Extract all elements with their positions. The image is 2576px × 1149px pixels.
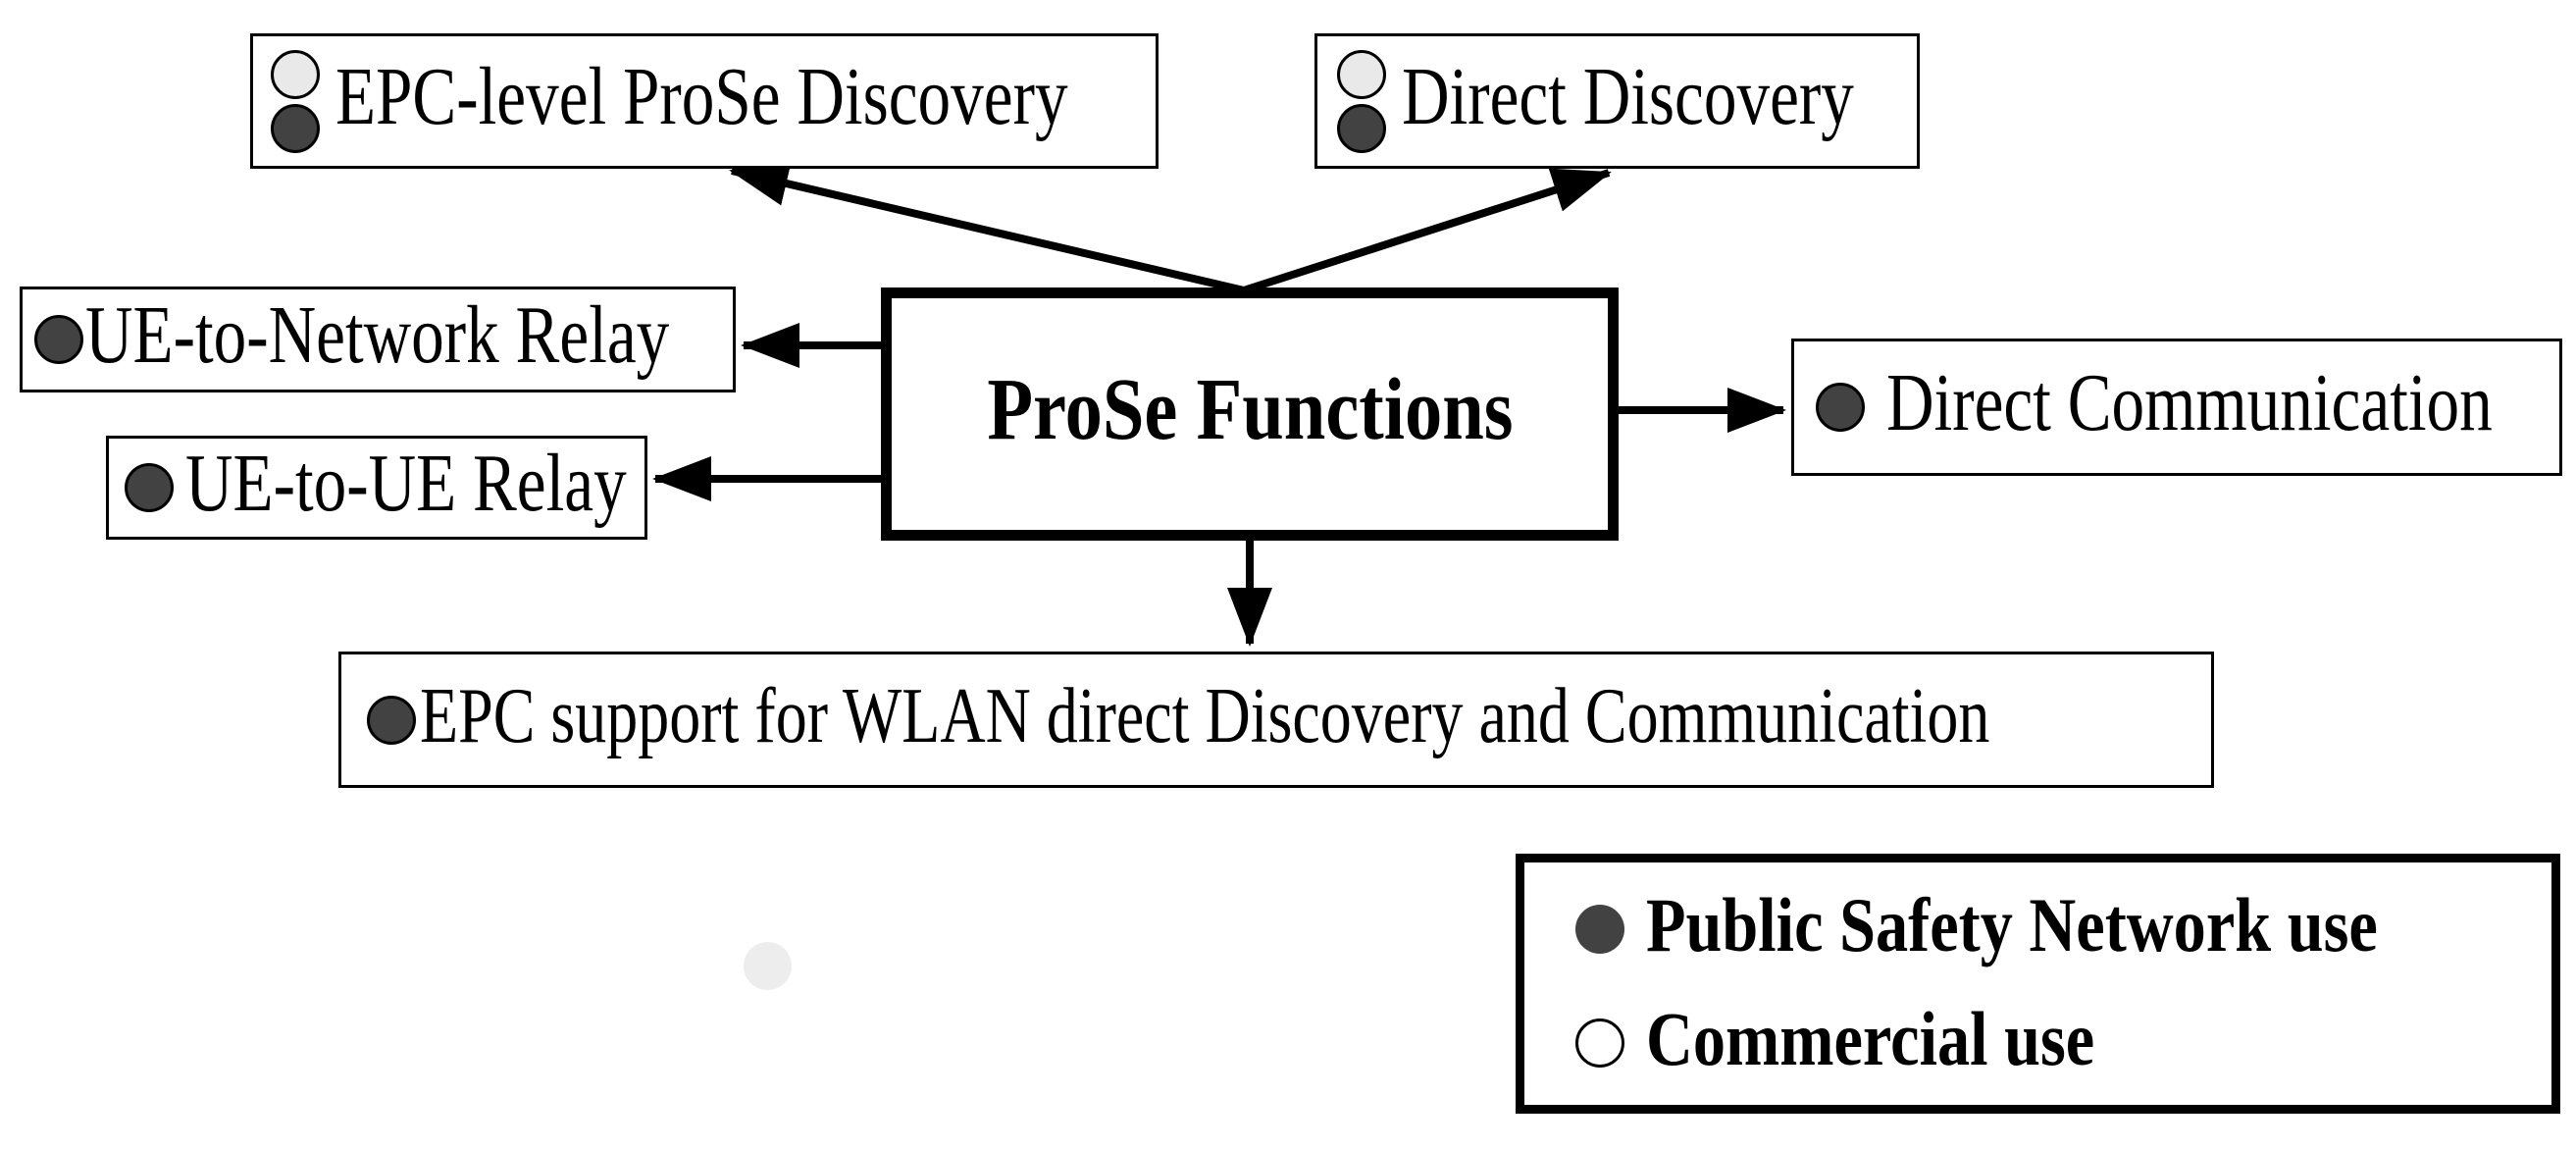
legend-row-commercial: Commercial use: [1575, 998, 2551, 1088]
legend-label: Public Safety Network use: [1646, 882, 2378, 967]
faint-watermark-dot: [744, 942, 792, 990]
commercial-marker-icon: [1575, 1018, 1624, 1068]
node-label: Direct Communication: [1886, 357, 2493, 448]
marker-stack: [1337, 49, 1386, 153]
legend-label: Commercial use: [1646, 996, 2095, 1081]
marker-stack: [271, 49, 320, 153]
arrow-to-epc-level-prose-discovery: [729, 161, 1245, 294]
commercial-marker-icon: [1337, 49, 1386, 99]
commercial-marker-icon: [271, 49, 320, 99]
node-label: Direct Discovery: [1402, 51, 1854, 142]
node-ue-to-network-relay: UE-to-Network Relay: [20, 287, 736, 392]
public-safety-marker-icon: [125, 463, 174, 512]
central-node-label: ProSe Functions: [986, 361, 1514, 458]
node-epc-level-prose-discovery: EPC-level ProSe Discovery: [250, 33, 1159, 169]
legend-row-public-safety: Public Safety Network use: [1575, 884, 2551, 974]
node-label: EPC-level ProSe Discovery: [335, 51, 1068, 142]
node-epc-support-wlan: EPC support for WLAN direct Discovery an…: [338, 652, 2214, 788]
node-direct-discovery: Direct Discovery: [1314, 33, 1920, 169]
public-safety-marker-icon: [1816, 383, 1865, 432]
public-safety-marker-icon: [34, 315, 83, 364]
public-safety-marker-icon: [1575, 905, 1624, 954]
arrow-to-direct-discovery: [1242, 168, 1612, 294]
node-label: UE-to-UE Relay: [185, 438, 627, 529]
public-safety-marker-icon: [367, 695, 416, 745]
node-label: EPC support for WLAN direct Discovery an…: [420, 672, 1990, 759]
node-label: UE-to-Network Relay: [85, 289, 670, 381]
node-direct-communication: Direct Communication: [1791, 339, 2562, 476]
node-ue-to-ue-relay: UE-to-UE Relay: [106, 436, 647, 540]
public-safety-marker-icon: [271, 103, 320, 153]
public-safety-marker-icon: [1337, 103, 1386, 153]
node-prose-functions: ProSe Functions: [881, 287, 1619, 541]
legend: Public Safety Network use Commercial use: [1516, 854, 2560, 1114]
